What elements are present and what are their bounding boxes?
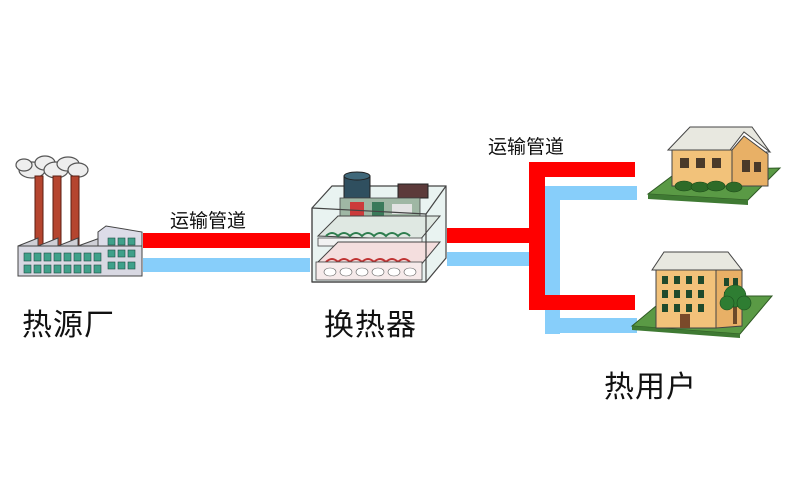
pipe-label-right: 运输管道 <box>488 136 565 158</box>
heat-exchanger-icon <box>311 171 447 283</box>
factory-icon <box>15 155 143 277</box>
apartment-building-icon <box>630 251 774 338</box>
supply-pipe-left <box>143 233 310 248</box>
return-pipe-left <box>143 258 310 272</box>
heat-users-label: 热用户 <box>604 370 697 405</box>
supply-pipe-vertical <box>529 162 545 310</box>
supply-pipe-to-house <box>529 162 635 177</box>
heat-source-label: 热源厂 <box>22 308 115 343</box>
heat-exchanger-label: 换热器 <box>324 308 417 343</box>
return-pipe-to-apartment <box>545 318 637 333</box>
return-pipe-vertical <box>545 186 560 334</box>
pipe-label-left: 运输管道 <box>170 210 247 232</box>
pipe-left <box>143 233 310 272</box>
supply-pipe-to-apartment <box>529 295 635 310</box>
return-pipe-trunk <box>447 252 547 266</box>
pipe-right <box>447 162 637 334</box>
house-icon <box>646 126 782 205</box>
return-pipe-to-house <box>545 186 637 200</box>
supply-pipe-trunk <box>447 228 537 243</box>
